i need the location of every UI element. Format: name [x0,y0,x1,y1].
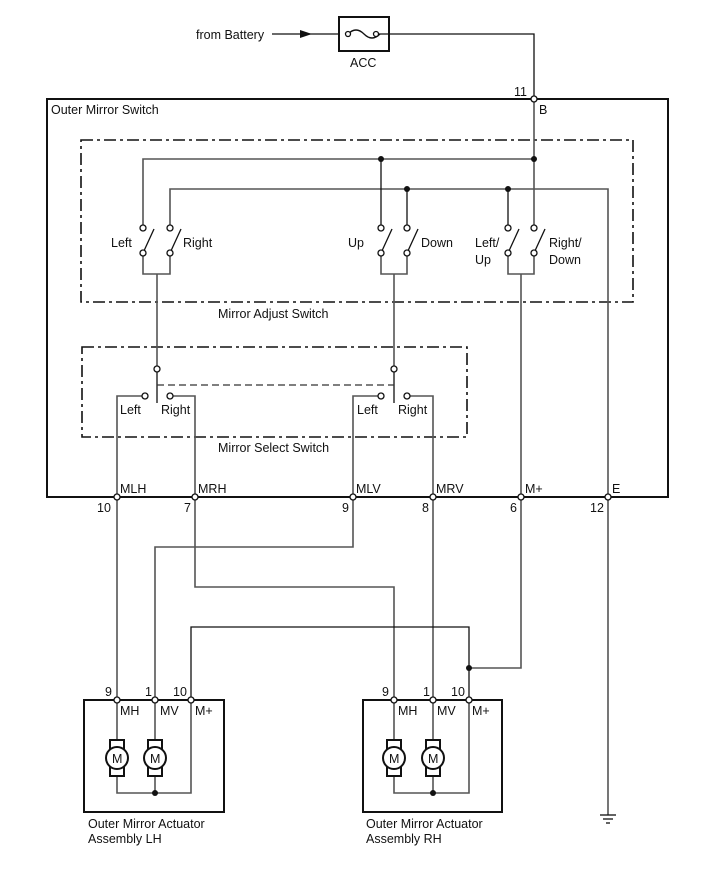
motor-icon: M [143,739,167,777]
actuator-lh-title: Outer Mirror Actuator [88,817,205,831]
svg-text:M: M [428,752,438,766]
mirror-adjust-switch-box [80,139,634,303]
adjust-left-label: Left [111,236,132,250]
motor-icon: M [421,739,445,777]
adjust-left-up-label-1: Left/ [475,236,500,250]
svg-text:MH: MH [120,704,139,718]
svg-text:MV: MV [160,704,179,718]
adjust-right-label: Right [183,236,213,250]
outer-mirror-switch-title: Outer Mirror Switch [51,103,159,117]
actuator-lh: M M 9 1 10 MH MV M+ Outer Mirror Actuator As… [83,685,225,846]
actuator-rh: M M 9 1 10 MH MV M+ Outer Mirror Actuator As… [362,685,503,846]
terminal-name: MLV [356,482,381,496]
select-right-label-2: Right [398,403,428,417]
svg-text:M: M [389,752,399,766]
motor-icon: M [105,739,129,777]
terminal-pin: 7 [184,501,191,515]
select-left-label-1: Left [120,403,141,417]
actuator-rh-title-2: Assembly RH [366,832,442,846]
terminal-name: E [612,482,620,496]
svg-text:10: 10 [173,685,187,699]
mirror-select-switch-box [81,346,468,438]
terminal-b-pin: 11 [514,85,527,99]
adjust-right-down-label-2: Down [549,253,581,267]
outer-mirror-switch-box [46,98,669,498]
svg-text:1: 1 [145,685,152,699]
svg-text:9: 9 [382,685,389,699]
terminal-pin: 9 [342,501,349,515]
adjust-down-label: Down [421,236,453,250]
svg-text:9: 9 [105,685,112,699]
from-battery-label: from Battery [196,28,265,42]
terminal-pin: 12 [590,501,604,515]
svg-text:M: M [112,752,122,766]
terminal-pin: 6 [510,501,517,515]
select-left-label-2: Left [357,403,378,417]
terminal-b-name: B [539,103,547,117]
motor-icon: M [382,739,406,777]
svg-text:1: 1 [423,685,430,699]
actuator-lh-title-2: Assembly LH [88,832,162,846]
fuse-icon [347,29,381,39]
svg-text:M+: M+ [472,704,490,718]
svg-text:MV: MV [437,704,456,718]
select-right-label-1: Right [161,403,191,417]
terminal-name: MRH [198,482,226,496]
terminal-name: MLH [120,482,146,496]
svg-text:M: M [150,752,160,766]
adjust-right-down-label-1: Right/ [549,236,582,250]
terminal-pin: 10 [97,501,111,515]
svg-text:M+: M+ [195,704,213,718]
svg-text:MH: MH [398,704,417,718]
adjust-up-label: Up [348,236,364,250]
fuse-to-switch-wire [379,33,535,99]
actuator-rh-title: Outer Mirror Actuator [366,817,483,831]
ground-icon [600,814,616,824]
fuse-label: ACC [350,56,376,70]
arrow-icon [300,30,312,38]
adjust-left-up-label-2: Up [475,253,491,267]
svg-text:10: 10 [451,685,465,699]
terminal-name: MRV [436,482,464,496]
terminal-name: M+ [525,482,543,496]
mirror-select-switch-title: Mirror Select Switch [218,441,329,455]
switch-terminals: MLH 10 MRH 7 MLV 9 MRV 8 M+ 6 E 12 [97,482,620,515]
terminal-pin: 8 [422,501,429,515]
mirror-adjust-switch-title: Mirror Adjust Switch [218,307,328,321]
